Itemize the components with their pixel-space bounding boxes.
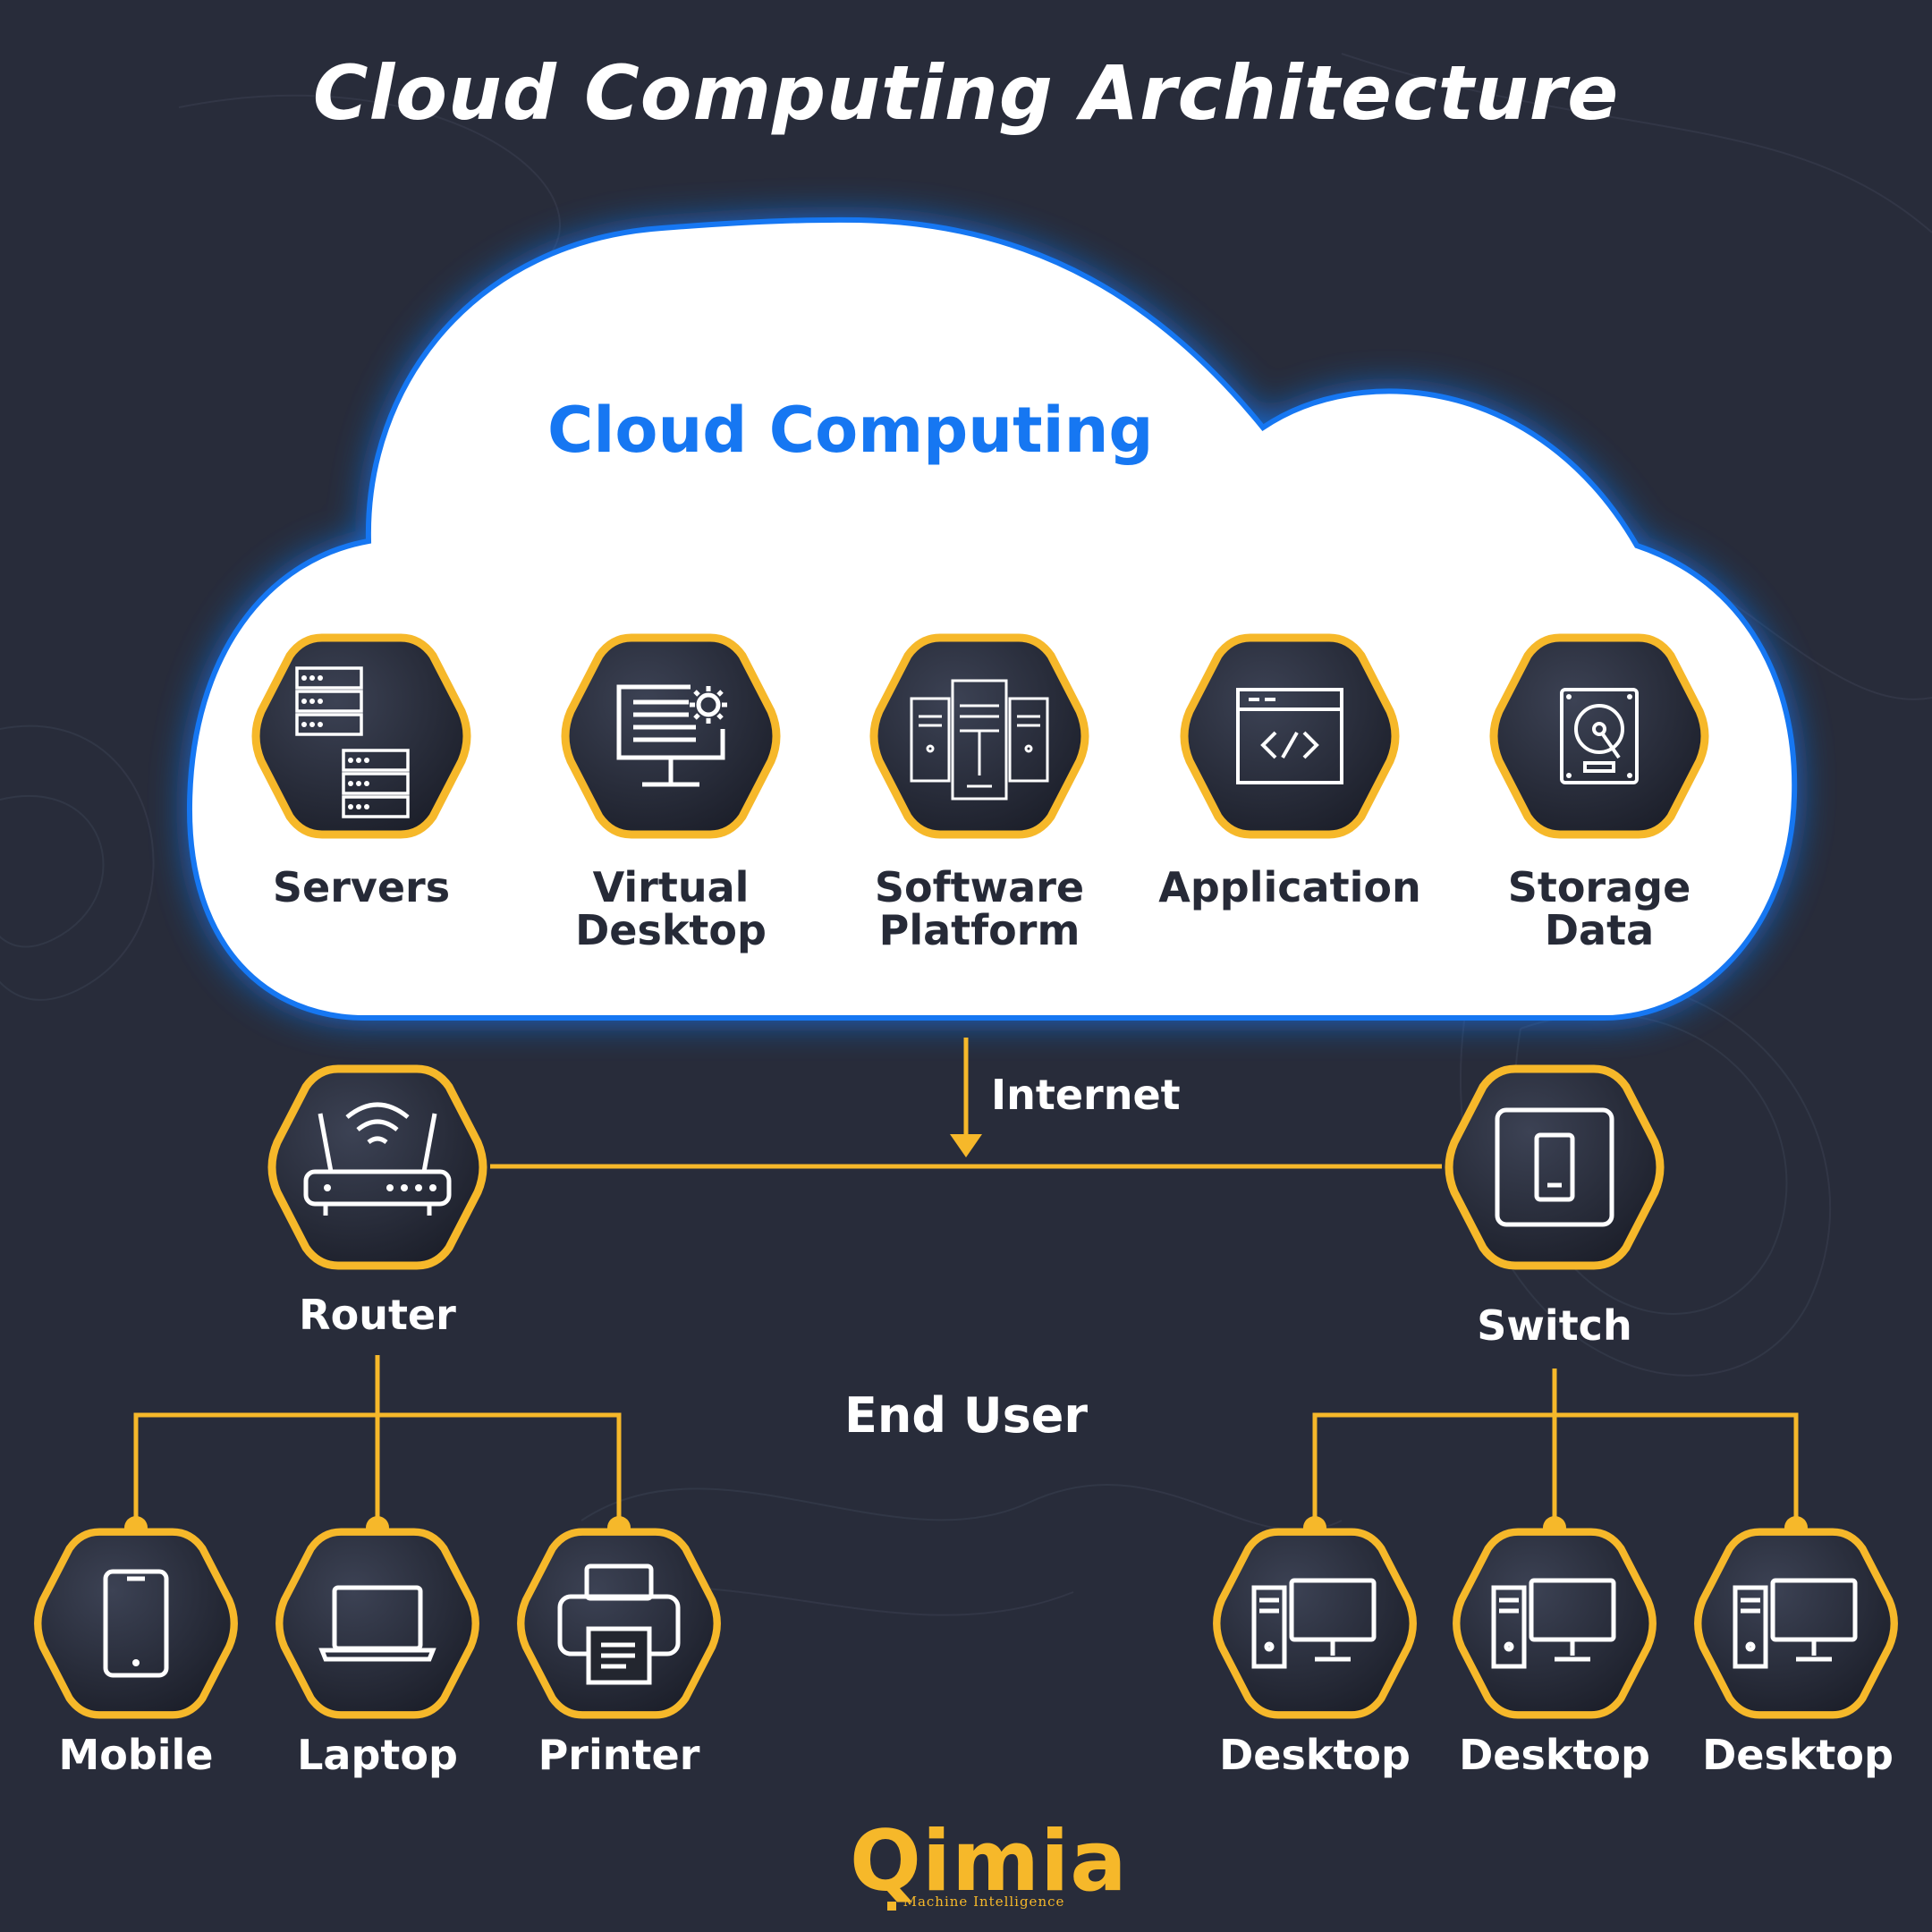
internet-arrowhead xyxy=(950,1134,982,1157)
device-label-desktop-2: Desktop xyxy=(1459,1731,1650,1779)
switch-icon xyxy=(1495,1107,1614,1227)
virtual-desktop-node xyxy=(565,638,776,835)
laptop-node xyxy=(279,1532,475,1716)
page-title: Cloud Computing Architecture xyxy=(312,49,1620,137)
switch-node xyxy=(1449,1069,1660,1266)
virtual-desktop-icon xyxy=(616,684,727,787)
software-platform-icon xyxy=(910,679,1049,801)
brand-tagline: Machine Intelligence xyxy=(902,1894,1065,1910)
service-label-software-platform: Software Platform xyxy=(874,863,1085,955)
brand-logo: Qimia xyxy=(850,1813,1128,1911)
servers-icon xyxy=(295,666,410,818)
device-label-mobile: Mobile xyxy=(58,1731,214,1779)
desktop-node-1 xyxy=(1216,1532,1412,1716)
router-node xyxy=(272,1069,483,1266)
desktop-node-2 xyxy=(1456,1532,1652,1716)
application-node xyxy=(1184,638,1395,835)
device-label-laptop: Laptop xyxy=(297,1731,458,1779)
storage-node xyxy=(1494,638,1705,835)
laptop-icon xyxy=(318,1585,436,1662)
software-platform-node xyxy=(874,638,1085,835)
device-label-printer: Printer xyxy=(538,1731,700,1779)
service-label-servers: Servers xyxy=(272,863,451,911)
printer-icon xyxy=(557,1563,681,1685)
device-label-desktop-1: Desktop xyxy=(1219,1731,1411,1779)
router-icon xyxy=(303,1102,452,1216)
storage-icon xyxy=(1560,688,1639,784)
cloud-shape xyxy=(186,216,1798,1021)
desktop-node-3 xyxy=(1698,1532,1894,1716)
cloud-title: Cloud Computing xyxy=(547,394,1154,467)
desktop-icon xyxy=(1733,1578,1858,1669)
end-user-label: End User xyxy=(843,1387,1089,1444)
qimia-logo-mark xyxy=(887,1902,896,1911)
desktop-icon xyxy=(1251,1578,1377,1669)
mobile-node xyxy=(38,1532,233,1716)
internet-label: Internet xyxy=(991,1071,1181,1119)
mobile-icon xyxy=(103,1569,169,1678)
service-label-application: Application xyxy=(1158,863,1421,911)
servers-node xyxy=(256,638,467,835)
device-label-desktop-3: Desktop xyxy=(1702,1731,1894,1779)
desktop-icon xyxy=(1491,1578,1616,1669)
service-label-virtual-desktop: Virtual Desktop xyxy=(575,863,767,955)
application-icon xyxy=(1236,688,1343,784)
printer-node xyxy=(521,1532,716,1716)
service-label-storage: Storage Data xyxy=(1507,863,1691,955)
connectors xyxy=(133,1038,1799,1525)
switch-label: Switch xyxy=(1477,1301,1632,1350)
router-label: Router xyxy=(299,1291,456,1339)
